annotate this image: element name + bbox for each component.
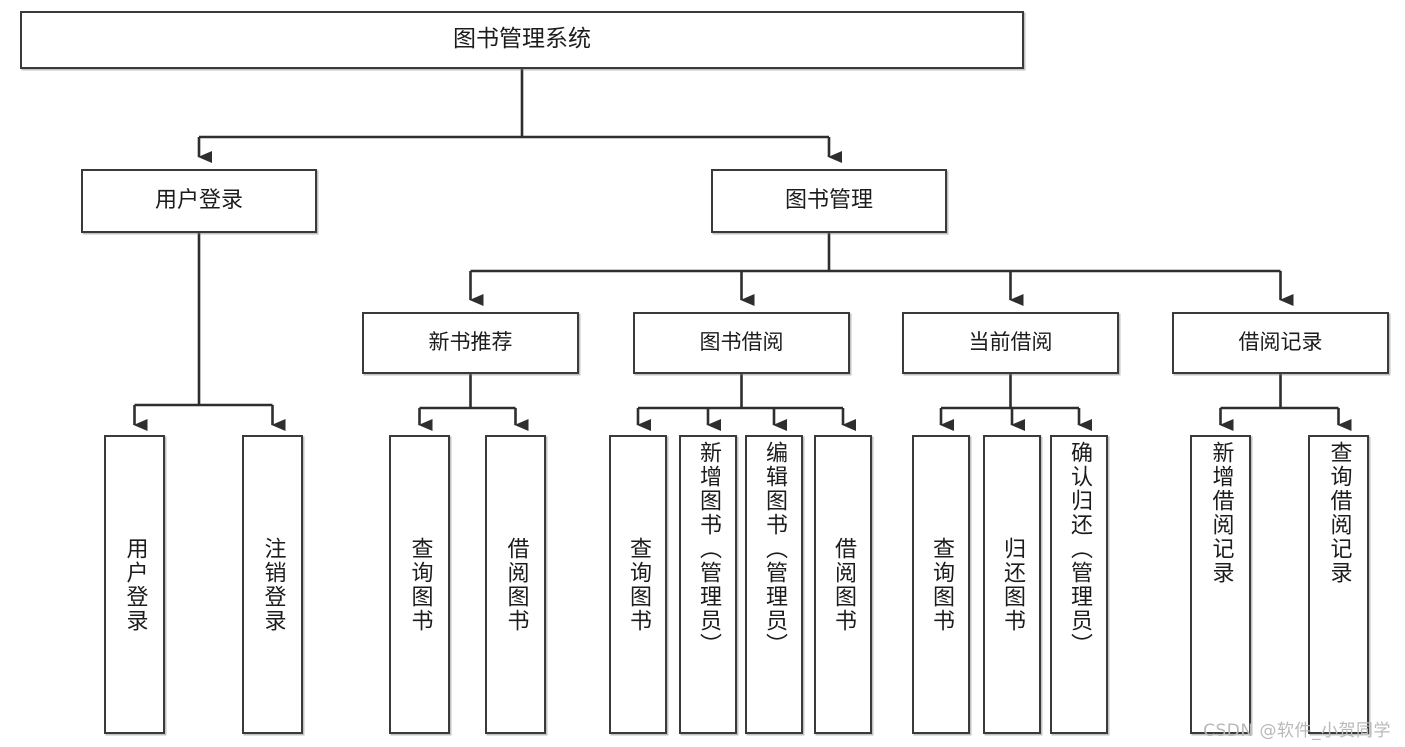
leaf-node-1[interactable]: 用户登录 [104,435,165,734]
level2-node-3[interactable]: 当前借阅 [902,312,1119,374]
leaf-node-13[interactable]: 查询借阅记录 [1308,435,1369,734]
leaf-node-13-label: 查询借阅记录 [1326,441,1352,585]
leaf-node-6-label: 新增图书（管理员） [696,441,721,657]
leaf-node-2[interactable]: 注销登录 [242,435,303,734]
level1-node-1[interactable]: 用户登录 [81,169,317,233]
leaf-node-7-label: 编辑图书（管理员） [762,441,787,657]
root-node-tushuguanlixitong[interactable]: 图书管理系统 [20,11,1024,69]
leaf-node-12[interactable]: 新增借阅记录 [1190,435,1251,734]
level1-node-2[interactable]: 图书管理 [711,169,947,233]
leaf-node-5-label: 查询图书 [626,536,651,633]
leaf-node-1-label: 用户登录 [122,536,148,633]
leaf-node-2-label: 注销登录 [260,536,286,633]
level2-node-1[interactable]: 新书推荐 [362,312,579,374]
leaf-node-9-label: 查询图书 [929,536,954,633]
level2-node-4[interactable]: 借阅记录 [1172,312,1389,374]
level2-node-2-label: 图书借阅 [699,330,784,355]
root-node-tushuguanlixitong-label: 图书管理系统 [453,26,591,53]
level1-node-1-label: 用户登录 [154,187,243,213]
leaf-node-11-label: 确认归还（管理员） [1067,441,1092,657]
leaf-node-7[interactable]: 编辑图书（管理员） [745,435,803,734]
leaf-node-11[interactable]: 确认归还（管理员） [1050,435,1108,734]
level2-node-4-label: 借阅记录 [1238,330,1323,355]
leaf-node-4-label: 借阅图书 [503,536,529,633]
leaf-node-8[interactable]: 借阅图书 [814,435,872,734]
level2-node-1-label: 新书推荐 [428,330,513,355]
level2-node-3-label: 当前借阅 [968,330,1053,355]
leaf-node-10-label: 归还图书 [1000,536,1025,633]
leaf-node-5[interactable]: 查询图书 [609,435,667,734]
leaf-node-8-label: 借阅图书 [831,536,856,633]
level1-node-2-label: 图书管理 [784,187,873,213]
leaf-node-3-label: 查询图书 [407,536,433,633]
level2-node-2[interactable]: 图书借阅 [633,312,850,374]
leaf-node-9[interactable]: 查询图书 [912,435,970,734]
leaf-node-12-label: 新增借阅记录 [1208,441,1234,585]
leaf-node-6[interactable]: 新增图书（管理员） [679,435,737,734]
leaf-node-4[interactable]: 借阅图书 [485,435,546,734]
leaf-node-10[interactable]: 归还图书 [983,435,1041,734]
leaf-node-3[interactable]: 查询图书 [389,435,450,734]
csdn-watermark: CSDN @软件_小贺同学 [1203,721,1391,741]
